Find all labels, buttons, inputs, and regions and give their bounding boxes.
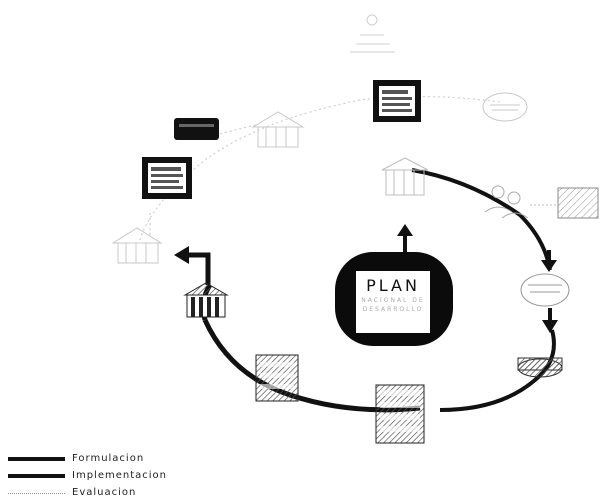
legend-item-formulacion: Formulacion: [8, 450, 268, 467]
plan-subtitle-line-2: DESARROLLO: [362, 306, 424, 313]
document-stack-right-icon: [530, 187, 599, 219]
document-left-icon: [142, 157, 192, 199]
faded-building-left-icon: [111, 227, 163, 264]
formulation-path: [411, 168, 556, 412]
faded-building-center-icon: [381, 157, 429, 196]
document-stack-left-icon: [255, 354, 299, 402]
legend-swatch-solid: [8, 457, 65, 461]
faded-building-icon: [251, 111, 305, 148]
arrow-down-right: [541, 250, 557, 272]
plan-center-box: PLAN NACIONAL DE DESARROLLO: [335, 252, 453, 346]
legend-item-evaluacion: Evaluacion: [8, 484, 268, 501]
arrow-up-from-plan: [397, 224, 413, 252]
faded-header-figure: [350, 14, 395, 53]
faded-ellipse-icon: [482, 92, 528, 122]
plan-title: PLAN: [366, 276, 420, 295]
document-stack-bottom-icon: [375, 384, 425, 444]
plan-inner-panel: PLAN NACIONAL DE DESARROLLO: [354, 269, 432, 335]
document-small-icon: [174, 118, 219, 140]
arrow-down-lower: [542, 308, 558, 333]
legend-swatch-dotted: [8, 493, 65, 494]
computer-icon: [517, 357, 563, 378]
legend-item-implementacion: Implementacion: [8, 467, 268, 484]
institution-building-icon: [183, 282, 229, 318]
document-top-icon: [373, 80, 421, 122]
evaluation-path: [139, 95, 501, 241]
plan-subtitle-line-1: NACIONAL DE: [361, 297, 425, 304]
arrow-left-top: [174, 246, 211, 285]
legend: Formulacion Implementacion Evaluacion: [8, 450, 268, 501]
legend-label: Evaluacion: [72, 487, 137, 498]
legend-swatch-solid: [8, 474, 65, 478]
legend-label: Implementacion: [72, 470, 167, 481]
hub-ellipse-icon: [520, 273, 570, 307]
people-group-icon: [484, 185, 529, 219]
legend-label: Formulacion: [72, 453, 145, 464]
